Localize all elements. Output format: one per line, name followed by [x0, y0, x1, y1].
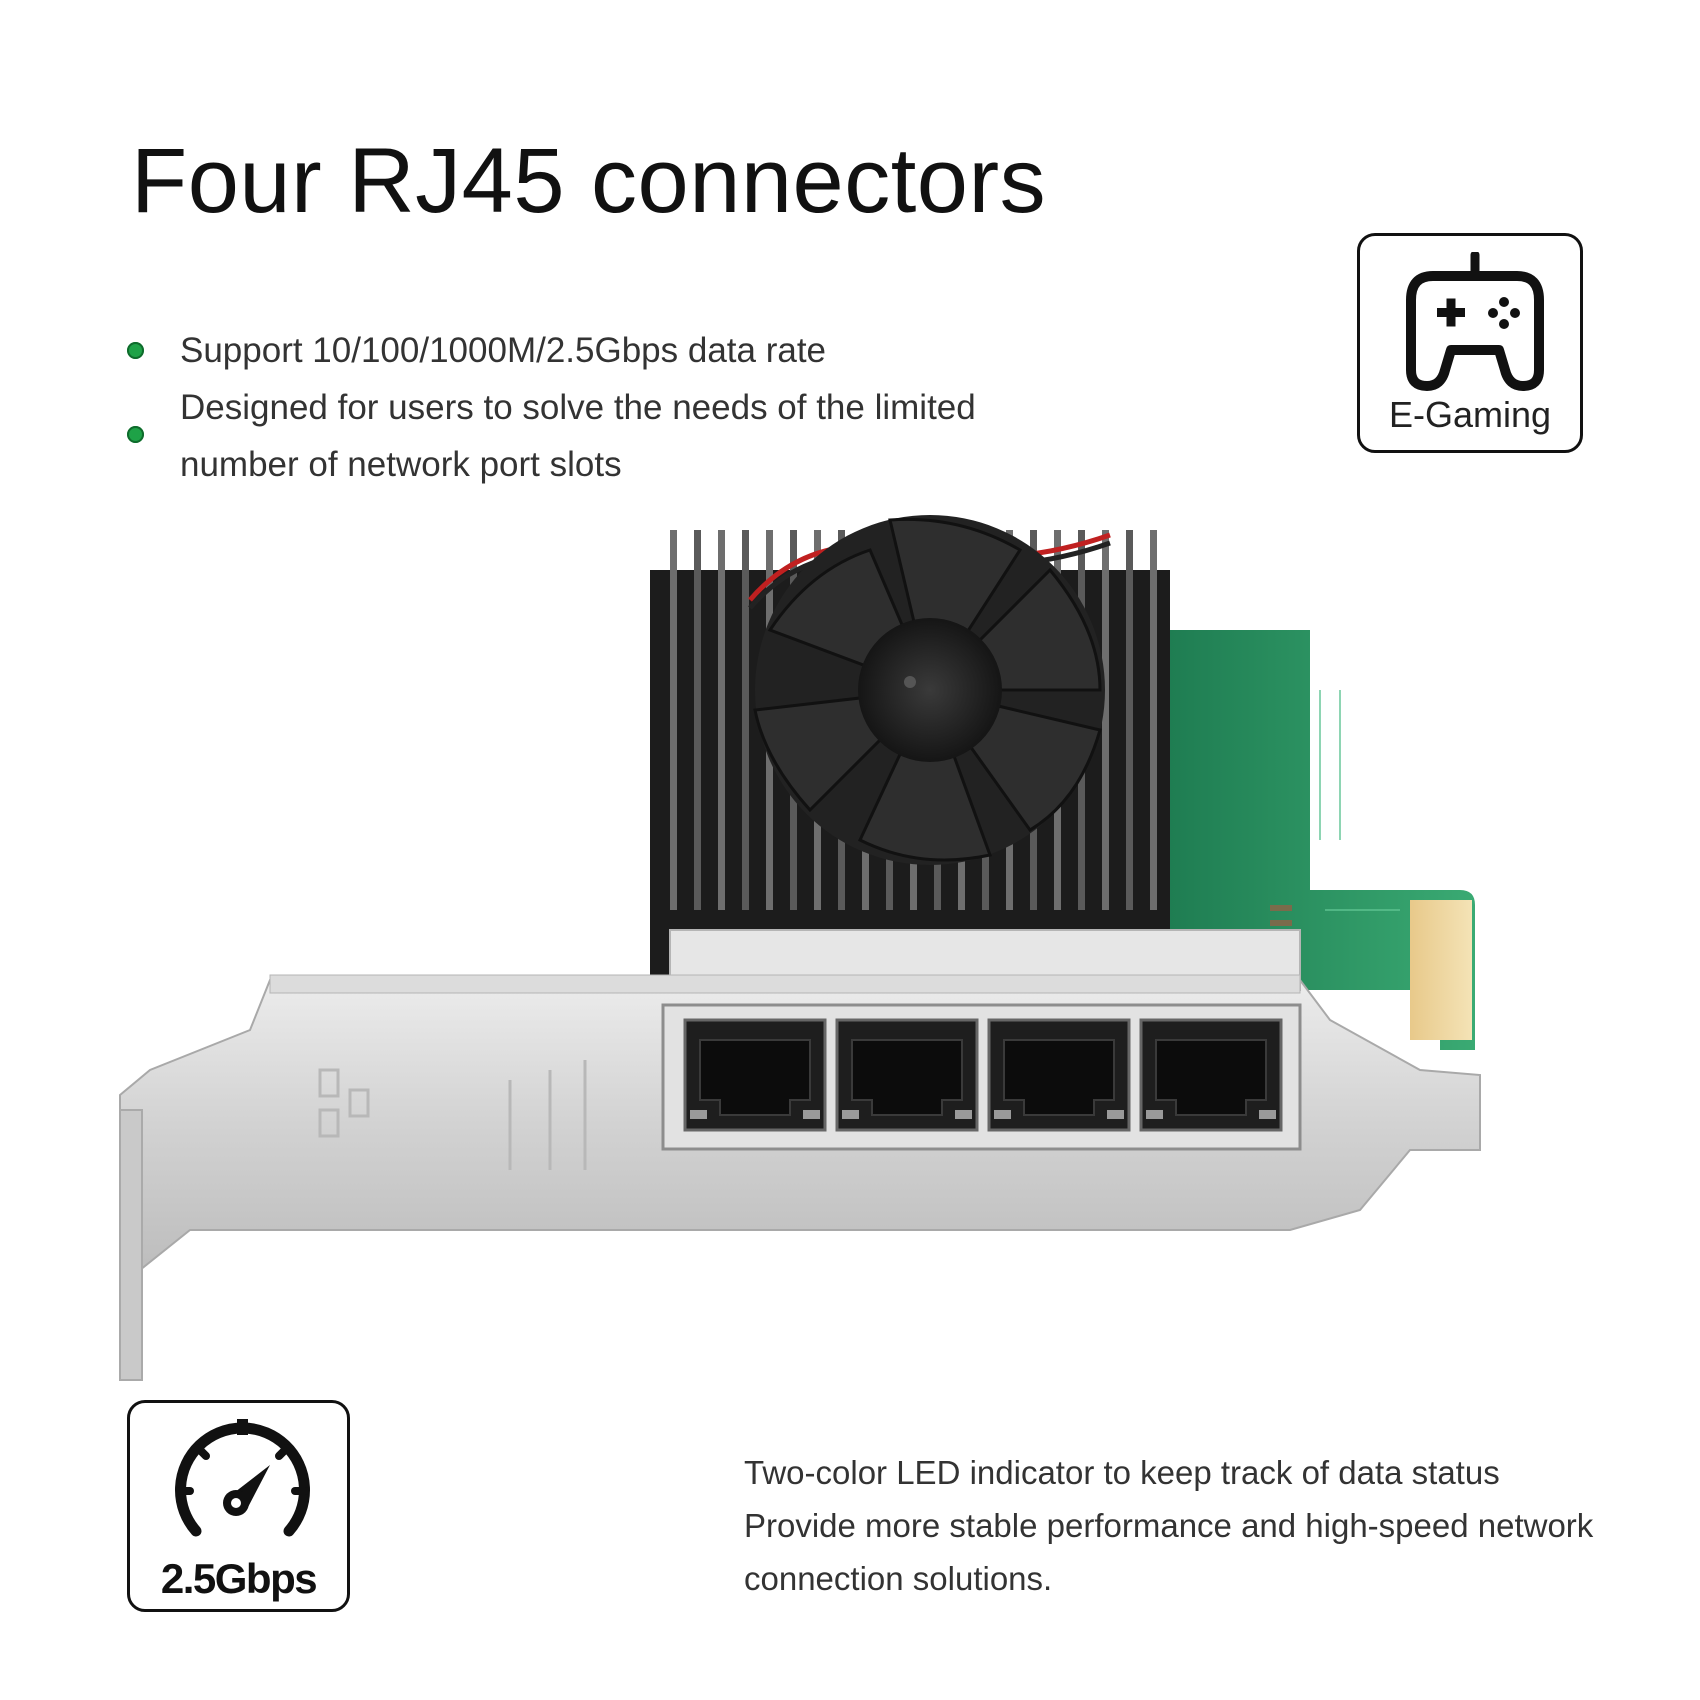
rj45-ports — [683, 1018, 1283, 1132]
network-card-image — [119, 515, 1481, 1381]
heatsink-fin — [718, 530, 725, 910]
led-indicator — [803, 1110, 820, 1119]
led-indicator — [690, 1110, 707, 1119]
pcie-gold-fingers — [1410, 900, 1472, 1040]
bullet-icon — [127, 426, 144, 443]
bullet-icon — [127, 342, 144, 359]
note-line: Two-color LED indicator to keep track of… — [744, 1454, 1500, 1491]
led-indicator — [1146, 1110, 1163, 1119]
feature-item: Designed for users to solve the needs of… — [120, 379, 1080, 493]
led-indicator — [1107, 1110, 1124, 1119]
heatsink-fin — [1150, 530, 1157, 910]
feature-list: Support 10/100/1000M/2.5Gbps data rate D… — [120, 322, 1080, 493]
feature-text-line-1: Designed for users to solve the needs of… — [180, 388, 976, 427]
rj45-port — [683, 1018, 827, 1132]
speed-badge: 2.5Gbps — [127, 1400, 350, 1612]
speed-label: 2.5Gbps — [160, 1555, 318, 1602]
heatsink-fin — [1102, 530, 1109, 910]
heatsink-fin — [694, 530, 701, 910]
led-indicator — [994, 1110, 1011, 1119]
heatsink-fin — [1126, 530, 1133, 910]
rj45-port — [1139, 1018, 1283, 1132]
e-gaming-label: E-Gaming — [1388, 394, 1552, 435]
feature-item: Support 10/100/1000M/2.5Gbps data rate — [120, 322, 1080, 379]
feature-text: Support 10/100/1000M/2.5Gbps data rate — [180, 331, 827, 370]
gamepad-icon — [1406, 252, 1544, 391]
speedometer-icon — [175, 1419, 310, 1537]
feature-text-line-2: number of network port slots — [180, 445, 622, 484]
rj45-port — [835, 1018, 979, 1132]
rj45-port — [987, 1018, 1131, 1132]
note-line: connection solutions. — [744, 1560, 1053, 1597]
led-indicator — [955, 1110, 972, 1119]
page-title: Four RJ45 connectors — [131, 130, 1047, 232]
cooling-fan — [753, 515, 1105, 865]
e-gaming-badge: E-Gaming — [1357, 233, 1583, 453]
heatsink-fin — [742, 530, 749, 910]
led-indicator — [1259, 1110, 1276, 1119]
note-line: Provide more stable performance and high… — [744, 1507, 1594, 1544]
heatsink-fin — [670, 530, 677, 910]
note-list: Two-color LED indicator to keep track of… — [744, 1446, 1644, 1605]
led-indicator — [842, 1110, 859, 1119]
